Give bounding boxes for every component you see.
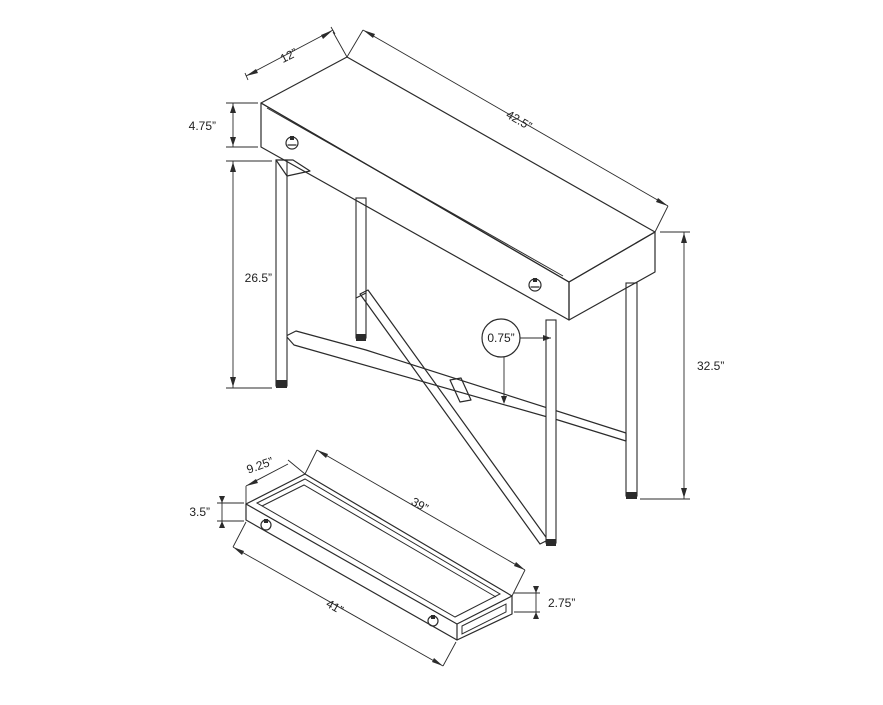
drawer-pull-back-icon [427, 615, 439, 627]
front-left-leg [275, 159, 288, 387]
leg-height-dimension: 26.5” [226, 160, 272, 389]
total-height-dimension: 32.5” [640, 231, 724, 500]
drawer-pull-left-icon [285, 136, 299, 150]
console-table [260, 56, 656, 546]
lower-frame-rail [285, 330, 627, 442]
drawer-front-height-label: 4.75” [189, 119, 216, 133]
depth-dimension: 12” [244, 26, 348, 81]
drawer-outline [245, 473, 513, 641]
drawer-front-height-dimension: 4.75” [189, 102, 258, 148]
back-left-leg-foot [356, 334, 366, 341]
drawer-slide [461, 603, 507, 635]
depth-label: 12” [278, 45, 300, 65]
drawer-interior-height-label: 2.75” [548, 596, 575, 610]
drawer-width-label: 41” [324, 596, 346, 617]
drawer-interior-width-label: 39” [409, 494, 431, 515]
drawer-inner-floor [261, 484, 497, 598]
table-side-panel [568, 231, 656, 321]
drawer [245, 473, 513, 641]
width-dimension: 42.5” [346, 29, 669, 233]
top-edge-line [266, 107, 564, 277]
front-right-leg-foot [546, 539, 556, 546]
front-left-leg-bracket [275, 159, 311, 177]
drawer-interior-width-dimension: 39” [304, 449, 526, 597]
drawer-front-panel [260, 102, 570, 321]
drawer-interior-height-dimension: 2.75” [514, 586, 575, 619]
drawer-inner-rim [255, 478, 502, 618]
leg-height-label: 26.5” [245, 271, 272, 285]
cross-brace-a [359, 289, 549, 545]
back-right-leg [625, 282, 638, 497]
front-right-leg [545, 319, 557, 544]
front-left-leg-foot [276, 380, 287, 388]
table-top-surface [260, 56, 656, 283]
drawer-pull-front-icon [260, 519, 272, 531]
back-left-leg [355, 197, 367, 339]
drawer-height-dimension: 3.5” [189, 496, 244, 528]
total-height-label: 32.5” [697, 359, 724, 373]
drawer-side-top-edge [456, 595, 513, 625]
leg-thickness-callout: 0.75” [481, 318, 551, 404]
drawer-height-label: 3.5” [189, 505, 210, 519]
drawer-pull-right-icon [528, 278, 542, 292]
back-right-leg-foot [626, 492, 637, 499]
cross-brace-center [449, 377, 472, 403]
leg-thickness-label: 0.75” [487, 331, 514, 345]
width-label: 42.5” [504, 107, 535, 133]
